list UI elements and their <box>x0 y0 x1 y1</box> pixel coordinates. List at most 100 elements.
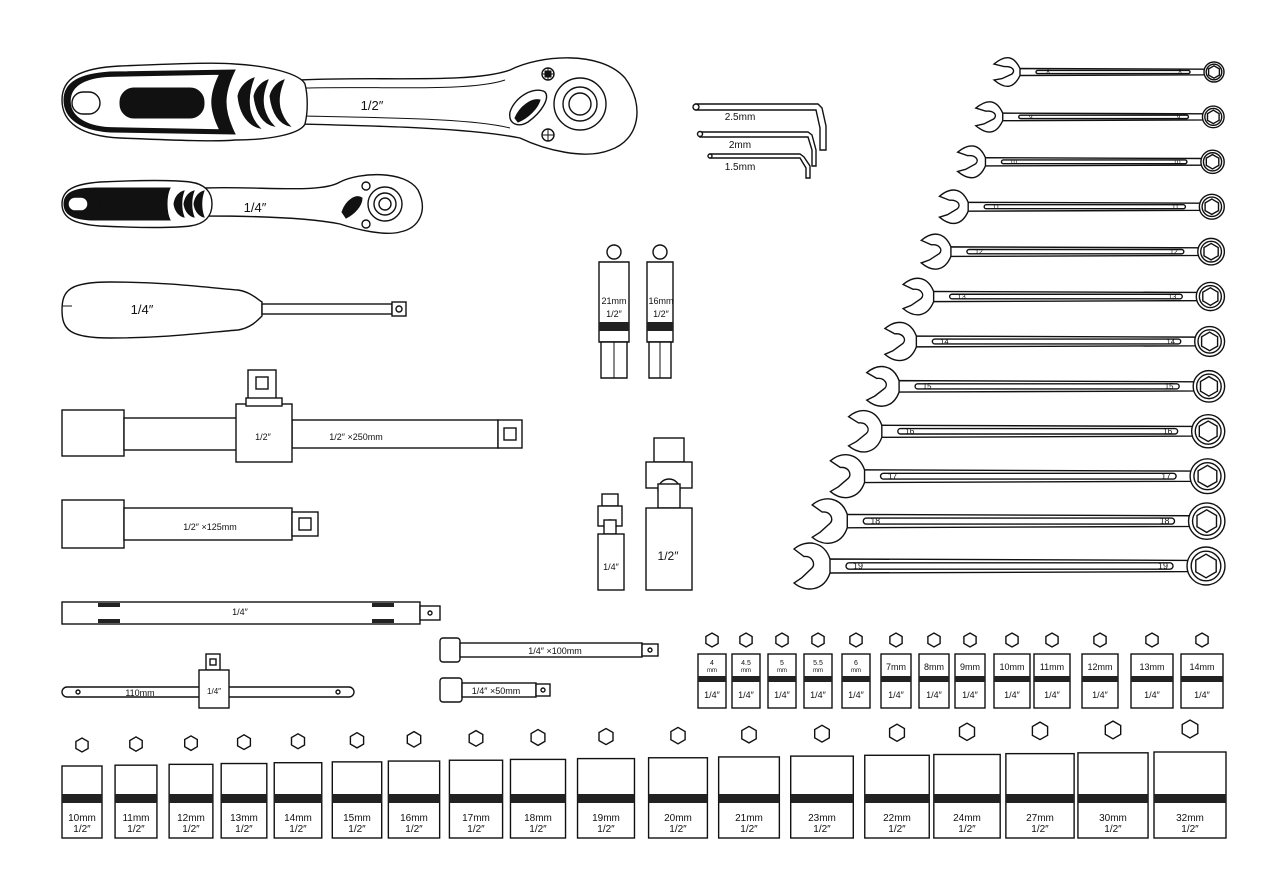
socket-half-size-14: 24mm <box>953 813 981 824</box>
socket-quarter-size-6: 8mm <box>924 662 944 672</box>
socket-half-size-6: 16mm <box>400 813 428 824</box>
wrench-label-right-15: 15 <box>1165 382 1174 391</box>
wrench-label-right-9: 9 <box>1177 114 1181 121</box>
wrench-label-right-18: 18 <box>1160 516 1170 526</box>
deep-socket-21: 21mm 1/2″ <box>598 244 630 379</box>
socket-quarter-size-9: 11mm <box>1040 662 1064 672</box>
deep-socket-21-size: 21mm <box>601 296 626 306</box>
socket-quarter-drive-10: 1/4″ <box>1092 690 1109 700</box>
socket-half-size-0: 10mm <box>68 813 96 824</box>
socket-half-size-2: 12mm <box>177 813 205 824</box>
socket-half-drive-17: 1/2″ <box>1181 824 1199 835</box>
socket-half-size-9: 19mm <box>592 813 620 824</box>
deep-socket-16-drive: 1/2″ <box>653 309 670 319</box>
socket-half-size-8: 18mm <box>524 813 552 824</box>
ratchet-half-inch: 1/2″ <box>61 57 638 155</box>
socket-half-drive-1: 1/2″ <box>127 824 145 835</box>
wrench-label-left-17: 17 <box>888 471 898 481</box>
socket-quarter-9: 11mm 1/4″ <box>1033 632 1071 709</box>
wrench-label-left-18: 18 <box>870 516 880 526</box>
quarter-inch-sockets: 4mm1/4″4.5mm1/4″5mm1/4″5.5mm1/4″6mm1/4″7… <box>697 632 1224 709</box>
socket-quarter-size-unit-3: mm <box>813 668 823 674</box>
socket-half-size-16: 30mm <box>1099 813 1127 824</box>
t-bar-half-head-label: 1/2″ <box>255 432 272 442</box>
socket-half-drive-15: 1/2″ <box>1031 824 1049 835</box>
ratchet-half-inch-label: 1/2″ <box>361 98 384 113</box>
wrench-14: 14 14 <box>883 321 1226 362</box>
hex-key-label-0: 2.5mm <box>725 112 756 123</box>
ratchet-quarter-inch-label: 1/4″ <box>244 200 267 215</box>
socket-half-drive-0: 1/2″ <box>73 824 91 835</box>
socket-quarter-size-1: 4.5 <box>741 660 751 667</box>
extension-half-125: 1/2″ ×125mm <box>61 499 319 549</box>
hex-keys: 2.5mm 2mm 1.5mm <box>692 103 827 179</box>
wrench-label-left-10: 10 <box>1010 159 1018 166</box>
socket-quarter-size-unit-2: mm <box>777 668 787 674</box>
extension-quarter-100-label: 1/4″ ×100mm <box>528 646 581 656</box>
socket-half-drive-4: 1/2″ <box>289 824 307 835</box>
screwdriver-label: 1/4″ <box>131 302 154 317</box>
socket-quarter-size-11: 13mm <box>1139 662 1164 672</box>
screwdriver-handle: 1/4″ <box>61 281 407 339</box>
socket-quarter-size-unit-4: mm <box>851 668 861 674</box>
t-bar-half-inch: 1/2″ 1/2″ ×250mm <box>61 369 523 463</box>
deep-socket-21-drive: 1/2″ <box>606 309 623 319</box>
wrench-label-left-14: 14 <box>940 337 949 346</box>
socket-quarter-size-unit-1: mm <box>741 668 751 674</box>
extension-quarter-long-label: 1/4″ <box>232 607 249 617</box>
socket-quarter-drive-9: 1/4″ <box>1044 690 1061 700</box>
extension-half-125-label: 1/2″ ×125mm <box>183 522 236 532</box>
extension-quarter-100: 1/4″ ×100mm <box>439 637 659 663</box>
wrench-10: 10 10 <box>956 145 1225 179</box>
socket-quarter-drive-11: 1/4″ <box>1144 690 1161 700</box>
t-bar-half-bar-label: 1/2″ ×250mm <box>329 432 382 442</box>
socket-half-size-13: 22mm <box>883 813 911 824</box>
wrench-label-right-16: 16 <box>1163 427 1173 436</box>
socket-half-drive-6: 1/2″ <box>405 824 423 835</box>
socket-quarter-drive-3: 1/4″ <box>810 690 827 700</box>
t-bar-quarter-head-label: 1/4″ <box>207 687 221 696</box>
universal-joint-quarter-label: 1/4″ <box>603 562 620 572</box>
socket-half-size-11: 21mm <box>735 813 763 824</box>
socket-quarter-size-0: 4 <box>710 660 714 667</box>
socket-half-size-3: 13mm <box>230 813 258 824</box>
socket-half-drive-3: 1/2″ <box>235 824 253 835</box>
extension-quarter-50-label: 1/4″ ×50mm <box>472 686 520 696</box>
socket-half-drive-12: 1/2″ <box>813 824 831 835</box>
wrench-label-right-10: 10 <box>1173 159 1181 166</box>
wrench-label-left-8: 8 <box>1046 70 1050 76</box>
socket-quarter-drive-7: 1/4″ <box>962 690 979 700</box>
socket-quarter-drive-8: 1/4″ <box>1004 690 1021 700</box>
wrench-label-right-8: 8 <box>1178 70 1182 76</box>
t-bar-quarter-inch: 110mm 1/4″ <box>61 653 355 709</box>
socket-half-size-15: 27mm <box>1026 813 1054 824</box>
universal-joint-half-label: 1/2″ <box>658 549 680 563</box>
half-inch-sockets: 10mm1/2″11mm1/2″12mm1/2″13mm1/2″14mm1/2″… <box>61 719 1227 839</box>
socket-quarter-drive-4: 1/4″ <box>848 690 865 700</box>
wrench-label-left-13: 13 <box>958 292 966 301</box>
socket-half-drive-5: 1/2″ <box>348 824 366 835</box>
socket-quarter-size-3: 5.5 <box>813 660 823 667</box>
wrench-label-right-14: 14 <box>1166 337 1175 346</box>
